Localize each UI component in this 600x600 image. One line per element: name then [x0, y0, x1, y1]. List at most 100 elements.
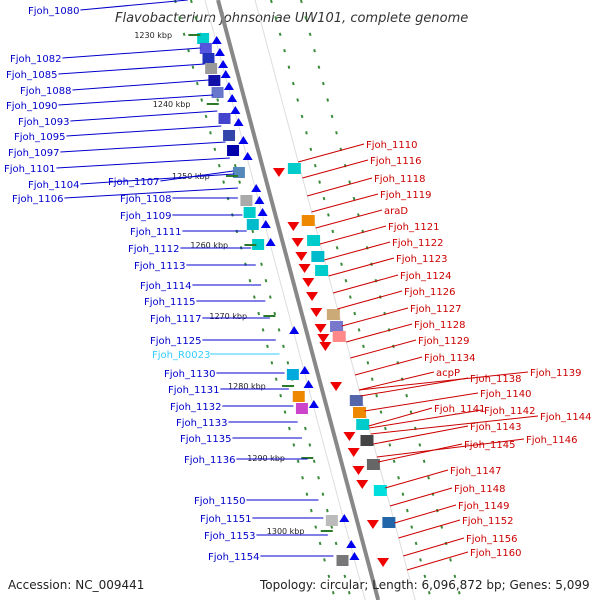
gene-block — [243, 207, 256, 218]
kbp-tick-label: 1300 kbp — [267, 527, 305, 536]
forward-gene-label: Fjoh_1080 — [28, 6, 79, 17]
accession: Accession: NC_009441 — [8, 578, 145, 592]
reverse-gene-arrow — [314, 324, 327, 333]
forward-gene-label: Fjoh_1106 — [12, 194, 63, 205]
reverse-leader-line — [311, 193, 379, 213]
forward-gene-arrow — [349, 552, 360, 560]
gene-block — [292, 391, 305, 402]
forward-gene-arrow — [265, 238, 276, 246]
reverse-gene-label: Fjoh_1140 — [480, 389, 531, 400]
forward-gene-arrow — [346, 540, 357, 548]
reverse-gene-label: Fjoh_1152 — [462, 516, 513, 527]
kbp-tick-label: 1280 kbp — [228, 382, 266, 391]
guide-line — [300, 0, 463, 600]
reverse-leader-line — [350, 339, 417, 359]
reverse-leader-line — [341, 307, 409, 327]
reverse-gene-label: Fjoh_1144 — [540, 412, 591, 423]
reverse-gene-label: Fjoh_1126 — [404, 287, 455, 298]
reverse-gene-label: Fjoh_1143 — [470, 422, 521, 433]
forward-gene-label: Fjoh_1112 — [128, 244, 179, 255]
reverse-leader-line — [319, 225, 387, 245]
forward-leader-line — [62, 47, 201, 59]
gene-block — [336, 555, 349, 566]
forward-leader-line — [60, 141, 226, 153]
forward-gene-label: Fjoh_1093 — [18, 117, 69, 128]
forward-gene-label: Fjoh_1101 — [4, 164, 55, 175]
forward-gene-arrow — [257, 208, 268, 216]
reverse-gene-label: araD — [384, 206, 408, 217]
gene-block — [311, 251, 325, 262]
reverse-gene-label: Fjoh_1139 — [530, 368, 581, 379]
reverse-gene-label: Fjoh_1141 — [434, 404, 485, 415]
genome-stats: Topology: circular; Length: 6,096,872 bp… — [260, 578, 590, 592]
reverse-leader-line — [389, 487, 453, 507]
forward-gene-arrow — [223, 82, 234, 90]
reverse-leader-line — [406, 551, 469, 571]
reverse-gene-arrow — [272, 168, 285, 177]
reverse-gene-arrow — [310, 308, 323, 317]
reverse-gene-arrow — [347, 448, 360, 457]
forward-gene-label: Fjoh_1109 — [120, 211, 171, 222]
forward-gene-label: Fjoh_1088 — [20, 86, 71, 97]
guide-line — [190, 0, 353, 600]
forward-gene-arrow — [303, 380, 314, 388]
gene-block — [197, 33, 210, 44]
forward-gene-label: Fjoh_1133 — [176, 418, 227, 429]
reverse-gene-arrow — [330, 382, 343, 391]
gene-block — [373, 485, 387, 496]
reverse-gene-label: Fjoh_1124 — [400, 271, 451, 282]
reverse-leader-line — [324, 241, 391, 261]
forward-leader-line — [66, 125, 222, 137]
reverse-gene-arrow — [366, 520, 379, 529]
forward-gene-arrow — [220, 70, 231, 78]
forward-gene-label: Fjoh_1114 — [140, 281, 191, 292]
forward-gene-arrow — [211, 36, 222, 44]
forward-gene-label: Fjoh_1111 — [130, 227, 181, 238]
forward-gene-label: Fjoh_1136 — [184, 455, 235, 466]
forward-gene-label: Fjoh_1132 — [170, 402, 221, 413]
gene-block — [360, 435, 374, 446]
forward-leader-line — [160, 170, 234, 182]
reverse-gene-arrow — [356, 480, 369, 489]
forward-gene-label: Fjoh_1090 — [6, 101, 57, 112]
gene-block — [218, 113, 231, 124]
forward-gene-arrow — [214, 48, 225, 56]
gene-block — [252, 239, 265, 250]
forward-gene-arrow — [299, 366, 310, 374]
gene-block — [330, 321, 344, 332]
forward-gene-label: Fjoh_R0023 — [152, 350, 210, 361]
forward-gene-label: Fjoh_1095 — [14, 132, 65, 143]
forward-gene-arrow — [242, 152, 253, 160]
forward-gene-label: Fjoh_1150 — [194, 496, 245, 507]
reverse-leader-line — [354, 356, 423, 376]
reverse-gene-label: Fjoh_1146 — [526, 435, 577, 446]
reverse-gene-arrow — [295, 252, 308, 261]
gene-block — [286, 369, 299, 380]
reverse-gene-label: Fjoh_1123 — [396, 254, 447, 265]
reverse-gene-label: acpP — [436, 368, 460, 379]
forward-gene-arrow — [308, 400, 319, 408]
reverse-gene-label: Fjoh_1156 — [466, 534, 517, 545]
gene-block — [295, 403, 308, 414]
gene-block — [240, 195, 253, 206]
forward-gene-label: Fjoh_1154 — [208, 552, 259, 563]
reverse-gene-arrow — [319, 342, 332, 351]
gene-block — [223, 130, 236, 141]
reverse-leader-line — [332, 274, 399, 294]
reverse-leader-line — [369, 409, 483, 429]
reverse-gene-label: Fjoh_1129 — [418, 336, 469, 347]
guide-line — [270, 0, 433, 600]
reverse-leader-line — [378, 443, 463, 463]
reverse-gene-label: Fjoh_1134 — [424, 353, 475, 364]
reverse-leader-line — [315, 209, 383, 229]
gene-block — [332, 331, 346, 342]
gene-block — [202, 53, 215, 64]
gene-block — [326, 309, 340, 320]
reverse-leader-line — [302, 159, 369, 179]
gene-block — [208, 75, 221, 86]
reverse-leader-line — [403, 537, 465, 557]
reverse-gene-arrow — [306, 292, 319, 301]
reverse-leader-line — [297, 143, 365, 163]
reverse-gene-label: Fjoh_1145 — [464, 440, 515, 451]
genome-title: Flavobacterium johnsoniae UW101, complet… — [115, 11, 468, 26]
